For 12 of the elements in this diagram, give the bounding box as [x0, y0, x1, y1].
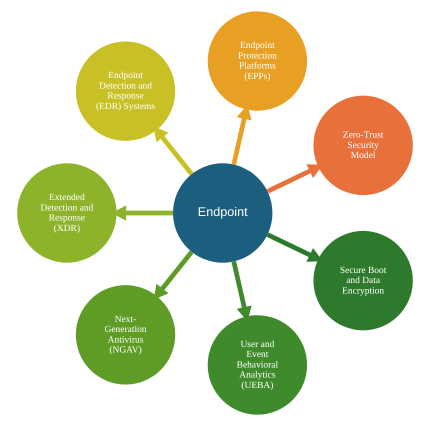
node-circle: Endpoint [172, 163, 272, 263]
node-circle: Zero-Trust Security Model [312, 96, 412, 196]
arrow [266, 164, 322, 194]
arrow [266, 232, 322, 262]
node-circle: Secure Boot and Data Encryption [312, 230, 412, 330]
arrow [152, 250, 194, 300]
arrow [152, 126, 194, 176]
node-circle: Endpoint Protection Platforms (EPPs) [207, 11, 307, 111]
node-circle: User and Event Behavioral Analytics (UEBA) [207, 315, 307, 415]
node-circle: Extended Detection and Response (XDR) [16, 163, 116, 263]
node-circle: Endpoint Detection and Response (EDR) Systems [75, 41, 175, 141]
node-circle: Next-Generation Antivirus (NGAV) [75, 285, 175, 385]
